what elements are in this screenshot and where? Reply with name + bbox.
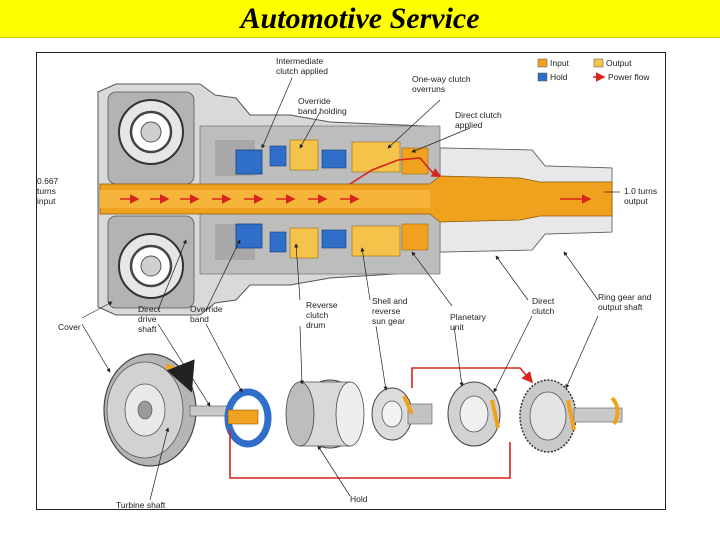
legend-input-swatch [537, 58, 548, 68]
label-reverse-clutch-drum: Reverse clutch drum [306, 300, 338, 330]
label-turbine-shaft: Turbine shaft [116, 500, 166, 510]
legend-power-flow-label: Power flow [608, 72, 650, 82]
torque-converter-upper [107, 91, 195, 185]
reverse-clutch-drum-component [285, 379, 365, 449]
label-override-band-holding: Override band holding [298, 96, 347, 116]
legend-output-swatch [593, 58, 604, 68]
ring-gear-component [519, 379, 623, 453]
label-output-turns: 1.0 turns output [624, 186, 658, 206]
legend-input-label: Input [550, 58, 569, 68]
label-direct-clutch-applied: Direct clutch applied [455, 110, 502, 130]
label-direct-drive-shaft: Direct drive shaft [138, 304, 161, 334]
label-shell-sun-gear: Shell and reverse sun gear [372, 296, 408, 326]
label-intermediate-clutch: Intermediate clutch applied [276, 56, 328, 76]
page-title: Automotive Service [240, 2, 480, 35]
title-bar: Automotive Service [0, 0, 720, 38]
override-band-lower [235, 223, 263, 249]
leader-lines [81, 77, 620, 501]
power-flow-arrows [120, 157, 592, 204]
legend-output-label: Output [606, 58, 632, 68]
override-band-component [224, 388, 272, 448]
power-flow-top-connector [411, 367, 534, 388]
label-cover: Cover [58, 322, 81, 332]
torque-converter-lower [107, 215, 195, 309]
hold-connector [229, 430, 511, 479]
planetary-unit-component [447, 381, 501, 447]
label-override-band: Override band [190, 304, 223, 324]
label-ring-gear: Ring gear and output shaft [598, 292, 652, 312]
shell-sun-gear-component [371, 387, 433, 441]
label-planetary-unit: Planetary unit [450, 312, 486, 332]
exploded-components [103, 353, 623, 479]
legend-hold-swatch [537, 72, 548, 82]
label-input-turns: 0.667 turns input [37, 176, 59, 206]
override-band-upper [235, 149, 263, 175]
label-direct-clutch: Direct clutch [532, 296, 555, 316]
label-hold: Hold [350, 494, 368, 504]
legend [537, 58, 606, 82]
legend-hold-label: Hold [550, 72, 568, 82]
label-one-way-clutch: One-way clutch overruns [412, 74, 471, 94]
cutaway-transmission [97, 83, 613, 316]
cover-component [103, 353, 197, 467]
